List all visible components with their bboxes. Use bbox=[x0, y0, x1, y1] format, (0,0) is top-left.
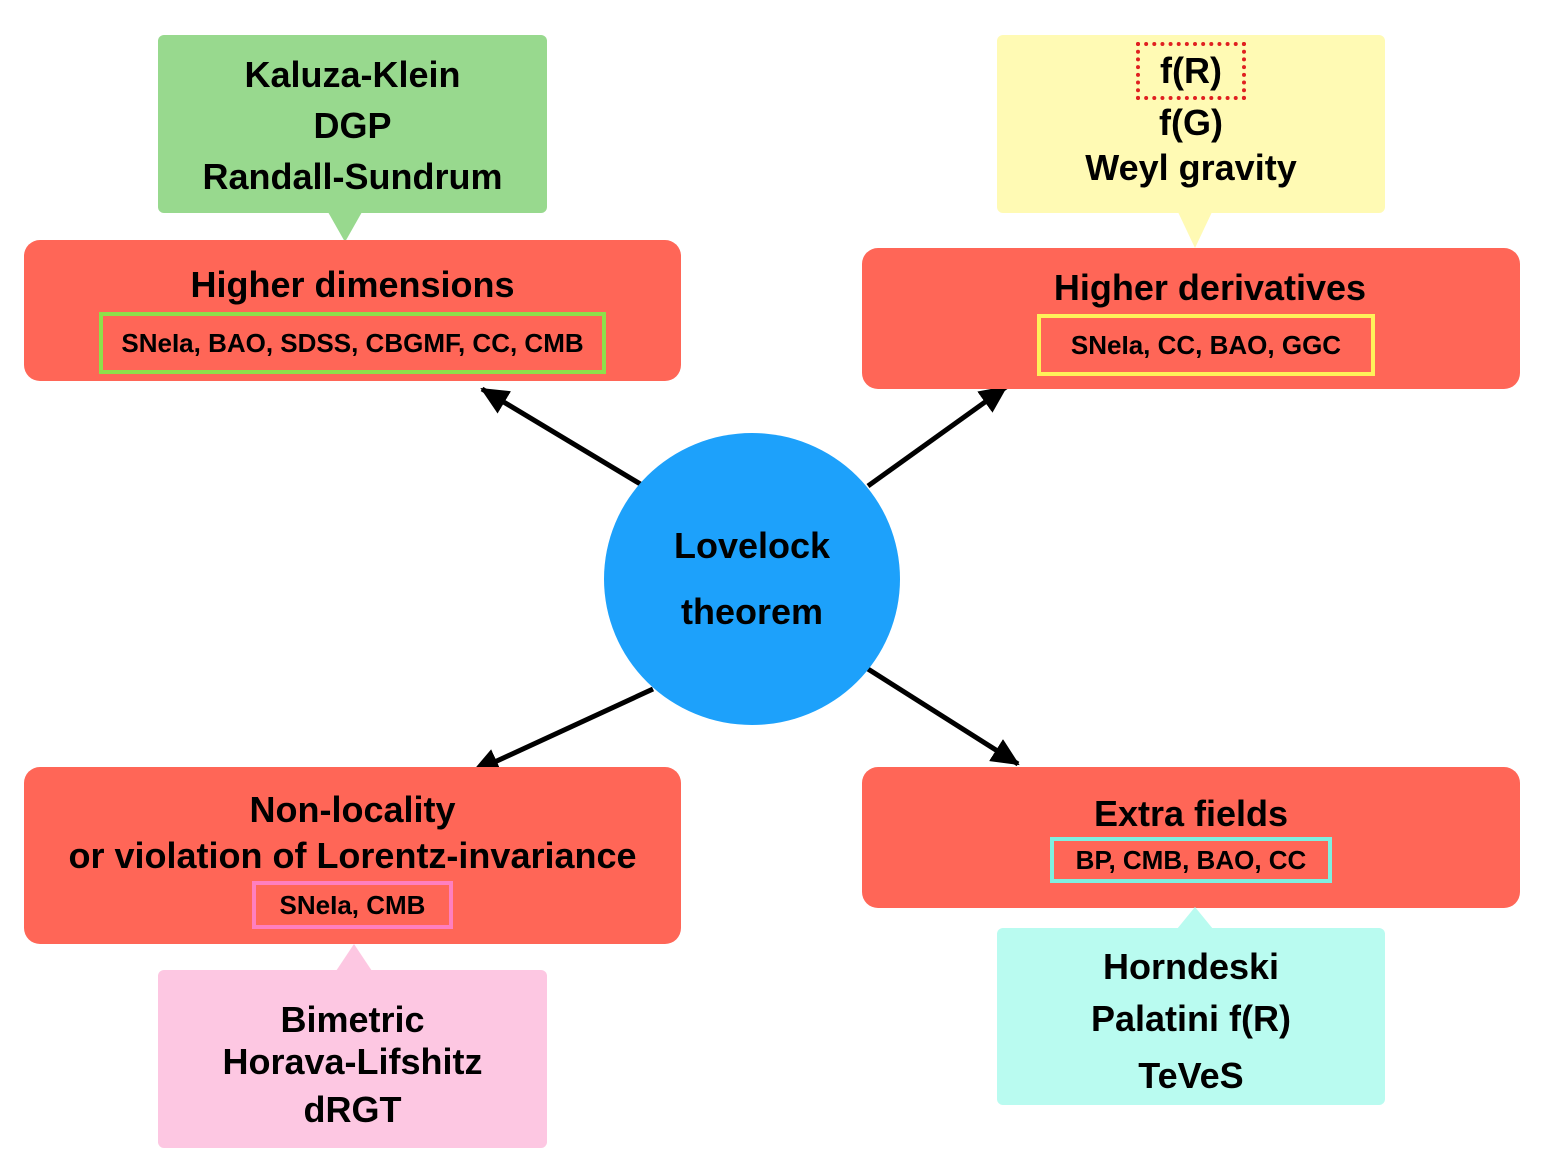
branch-title: Extra fields bbox=[1093, 793, 1289, 834]
example-item: Bimetric bbox=[280, 999, 425, 1040]
example-item: Palatini f(R) bbox=[1090, 998, 1291, 1039]
example-item: Kaluza-Klein bbox=[244, 54, 461, 95]
observations-box: SNeIa, CC, BAO, GGC bbox=[1036, 314, 1376, 376]
center-label-line2: theorem bbox=[680, 591, 824, 632]
arrow-to-higher-derivatives bbox=[866, 384, 1008, 489]
callout-tail bbox=[328, 212, 362, 242]
example-item: f(G) bbox=[1159, 102, 1223, 143]
observations-box: SNeIa, CMB bbox=[251, 881, 454, 929]
branch-title: Higher dimensions bbox=[190, 264, 515, 305]
higher-derivatives-box: Higher derivatives SNeIa, CC, BAO, GGC bbox=[862, 248, 1520, 389]
example-item: Randall-Sundrum bbox=[202, 156, 503, 197]
higher-derivatives-examples-callout: f(R) f(G) Weyl gravity bbox=[997, 35, 1385, 213]
callout-tail bbox=[1177, 907, 1213, 929]
callout-tail bbox=[1178, 212, 1212, 248]
example-item: dRGT bbox=[303, 1089, 402, 1130]
branch-title: Higher derivatives bbox=[1053, 267, 1367, 308]
example-item: Horndeski bbox=[1102, 946, 1280, 987]
non-locality-examples-callout: Bimetric Horava-Lifshitz dRGT bbox=[158, 970, 547, 1148]
branch-title: or violation of Lorentz-invariance bbox=[68, 835, 637, 876]
arrow-to-extra-fields bbox=[866, 666, 1020, 767]
observations-box: SNeIa, BAO, SDSS, CBGMF, CC, CMB bbox=[99, 312, 606, 374]
arrow-to-higher-dimensions bbox=[480, 386, 644, 488]
extra-fields-examples-callout: Horndeski Palatini f(R) TeVeS bbox=[997, 928, 1385, 1105]
example-item: Weyl gravity bbox=[1085, 147, 1297, 188]
higher-dimensions-examples-callout: Kaluza-Klein DGP Randall-Sundrum bbox=[158, 35, 547, 213]
lovelock-theorem-circle: Lovelock theorem bbox=[604, 433, 900, 725]
extra-fields-box: Extra fields BP, CMB, BAO, CC bbox=[862, 767, 1520, 908]
example-item-highlighted: f(R) bbox=[1136, 42, 1246, 100]
non-locality-box: Non-locality or violation of Lorentz-inv… bbox=[24, 767, 681, 944]
example-item: DGP bbox=[313, 105, 392, 146]
callout-tail bbox=[336, 944, 372, 971]
example-item: Horava-Lifshitz bbox=[222, 1041, 483, 1082]
observations-box: BP, CMB, BAO, CC bbox=[1049, 837, 1333, 883]
center-label-line1: Lovelock bbox=[673, 525, 831, 566]
branch-title: Non-locality bbox=[249, 789, 456, 830]
higher-dimensions-box: Higher dimensions SNeIa, BAO, SDSS, CBGM… bbox=[24, 240, 681, 381]
arrow-to-non-locality bbox=[471, 686, 655, 775]
example-item: TeVeS bbox=[1138, 1055, 1244, 1096]
